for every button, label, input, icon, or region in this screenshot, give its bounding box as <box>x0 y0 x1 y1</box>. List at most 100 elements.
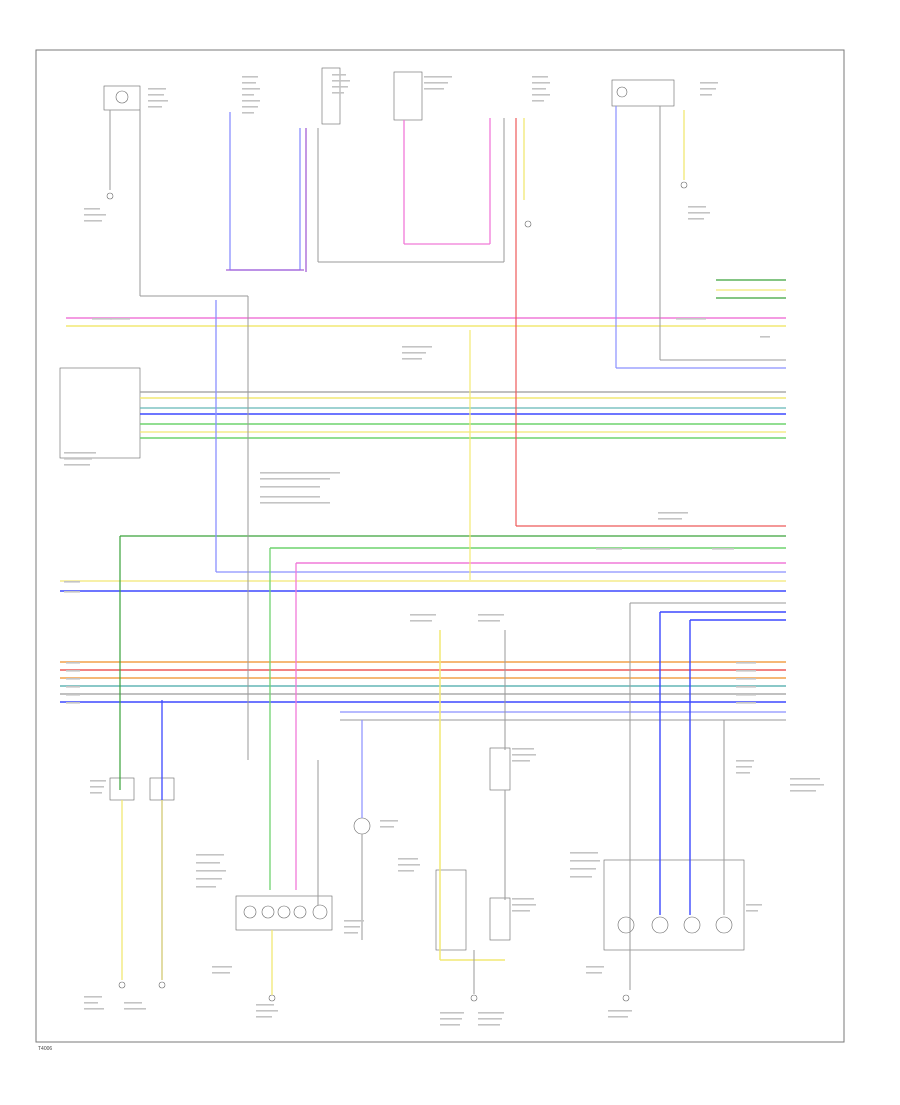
ground-bottom-left-1 <box>118 981 126 989</box>
lamp-cluster-4 <box>293 905 307 919</box>
diagram-code: T4006 <box>38 1046 53 1052</box>
label-layer <box>64 74 824 1026</box>
lamp-box-left-1 <box>109 777 135 801</box>
label-mark-20 <box>532 88 546 90</box>
label-mark-59 <box>66 670 80 672</box>
label-mark-12 <box>332 80 350 82</box>
module-top-center <box>393 71 423 121</box>
multifunction-module-left <box>59 367 141 459</box>
label-mark-79 <box>84 996 102 998</box>
label-mark-47 <box>658 512 688 514</box>
resistor-lower <box>489 897 511 941</box>
label-mark-38 <box>64 464 90 466</box>
label-mark-40 <box>260 478 330 480</box>
ground-bottom-2 <box>268 994 276 1002</box>
label-mark-13 <box>332 86 348 88</box>
ground-symbols <box>106 181 688 1002</box>
lamp-cluster-3 <box>277 905 291 919</box>
label-mark-16 <box>424 82 448 84</box>
lamp-right-3 <box>683 916 701 934</box>
label-mark-71 <box>736 766 752 768</box>
label-mark-69 <box>736 702 756 704</box>
label-mark-52 <box>64 581 80 583</box>
label-mark-92 <box>256 1010 278 1012</box>
label-mark-27 <box>84 214 106 216</box>
ground-bottom-right <box>622 994 630 1002</box>
label-mark-80 <box>84 1002 98 1004</box>
label-mark-36 <box>64 452 96 454</box>
label-mark-97 <box>344 926 360 928</box>
label-mark-115 <box>570 860 600 862</box>
label-mark-58 <box>66 662 80 664</box>
label-mark-99 <box>398 858 418 860</box>
sensor-top-left-symbol <box>115 90 129 104</box>
label-mark-32 <box>92 318 112 320</box>
diagram-border <box>35 49 845 1043</box>
ground-bottom-left-2 <box>158 981 166 989</box>
label-mark-28 <box>84 220 102 222</box>
label-mark-102 <box>512 748 534 750</box>
label-mark-103 <box>512 754 536 756</box>
label-mark-106 <box>512 904 536 906</box>
label-mark-37 <box>64 458 92 460</box>
label-mark-70 <box>736 760 754 762</box>
label-mark-22 <box>532 100 544 102</box>
label-mark-111 <box>478 1012 504 1014</box>
ground-bottom-center <box>470 994 478 1002</box>
label-mark-39 <box>260 472 340 474</box>
label-mark-56 <box>478 614 504 616</box>
label-mark-21 <box>532 94 550 96</box>
label-mark-108 <box>440 1012 464 1014</box>
label-mark-45 <box>402 352 426 354</box>
label-mark-26 <box>84 208 100 210</box>
label-mark-65 <box>736 670 756 672</box>
label-mark-76 <box>90 780 106 782</box>
label-mark-74 <box>790 784 824 786</box>
lamp-cluster-5 <box>312 904 328 920</box>
label-mark-93 <box>256 1016 272 1018</box>
label-mark-35 <box>760 336 770 338</box>
lamp-right-4 <box>715 916 733 934</box>
label-mark-86 <box>196 870 226 872</box>
ground-top-left <box>106 192 114 200</box>
label-mark-25 <box>700 94 712 96</box>
label-mark-109 <box>440 1018 462 1020</box>
label-mark-116 <box>570 868 596 870</box>
label-mark-81 <box>84 1008 104 1010</box>
sensor-box-top-left <box>103 85 141 111</box>
bottom-lamps <box>109 777 745 951</box>
label-mark-9 <box>242 106 258 108</box>
lamp-top-right-symbol <box>616 86 628 98</box>
top-components <box>59 67 675 951</box>
label-mark-64 <box>736 662 756 664</box>
label-mark-17 <box>424 88 444 90</box>
label-mark-114 <box>570 852 598 854</box>
label-mark-24 <box>700 88 716 90</box>
label-mark-55 <box>410 620 432 622</box>
label-mark-31 <box>688 218 704 220</box>
label-mark-2 <box>148 100 168 102</box>
label-mark-113 <box>478 1024 500 1026</box>
label-mark-107 <box>512 910 530 912</box>
label-mark-51 <box>712 548 734 550</box>
label-mark-61 <box>66 686 80 688</box>
label-mark-49 <box>596 548 622 550</box>
label-mark-91 <box>256 1004 274 1006</box>
label-mark-96 <box>344 920 364 922</box>
label-mark-42 <box>260 496 320 498</box>
label-mark-10 <box>242 112 254 114</box>
label-mark-112 <box>478 1018 502 1020</box>
label-mark-48 <box>658 518 682 520</box>
lamp-center-left <box>353 817 371 835</box>
resistor-upper <box>489 747 511 791</box>
label-mark-83 <box>124 1008 146 1010</box>
label-mark-68 <box>736 694 756 696</box>
label-mark-88 <box>196 886 216 888</box>
label-mark-1 <box>148 94 164 96</box>
label-mark-46 <box>402 358 422 360</box>
label-mark-84 <box>196 854 224 856</box>
label-mark-119 <box>586 972 602 974</box>
label-mark-104 <box>512 760 530 762</box>
label-mark-95 <box>380 826 394 828</box>
